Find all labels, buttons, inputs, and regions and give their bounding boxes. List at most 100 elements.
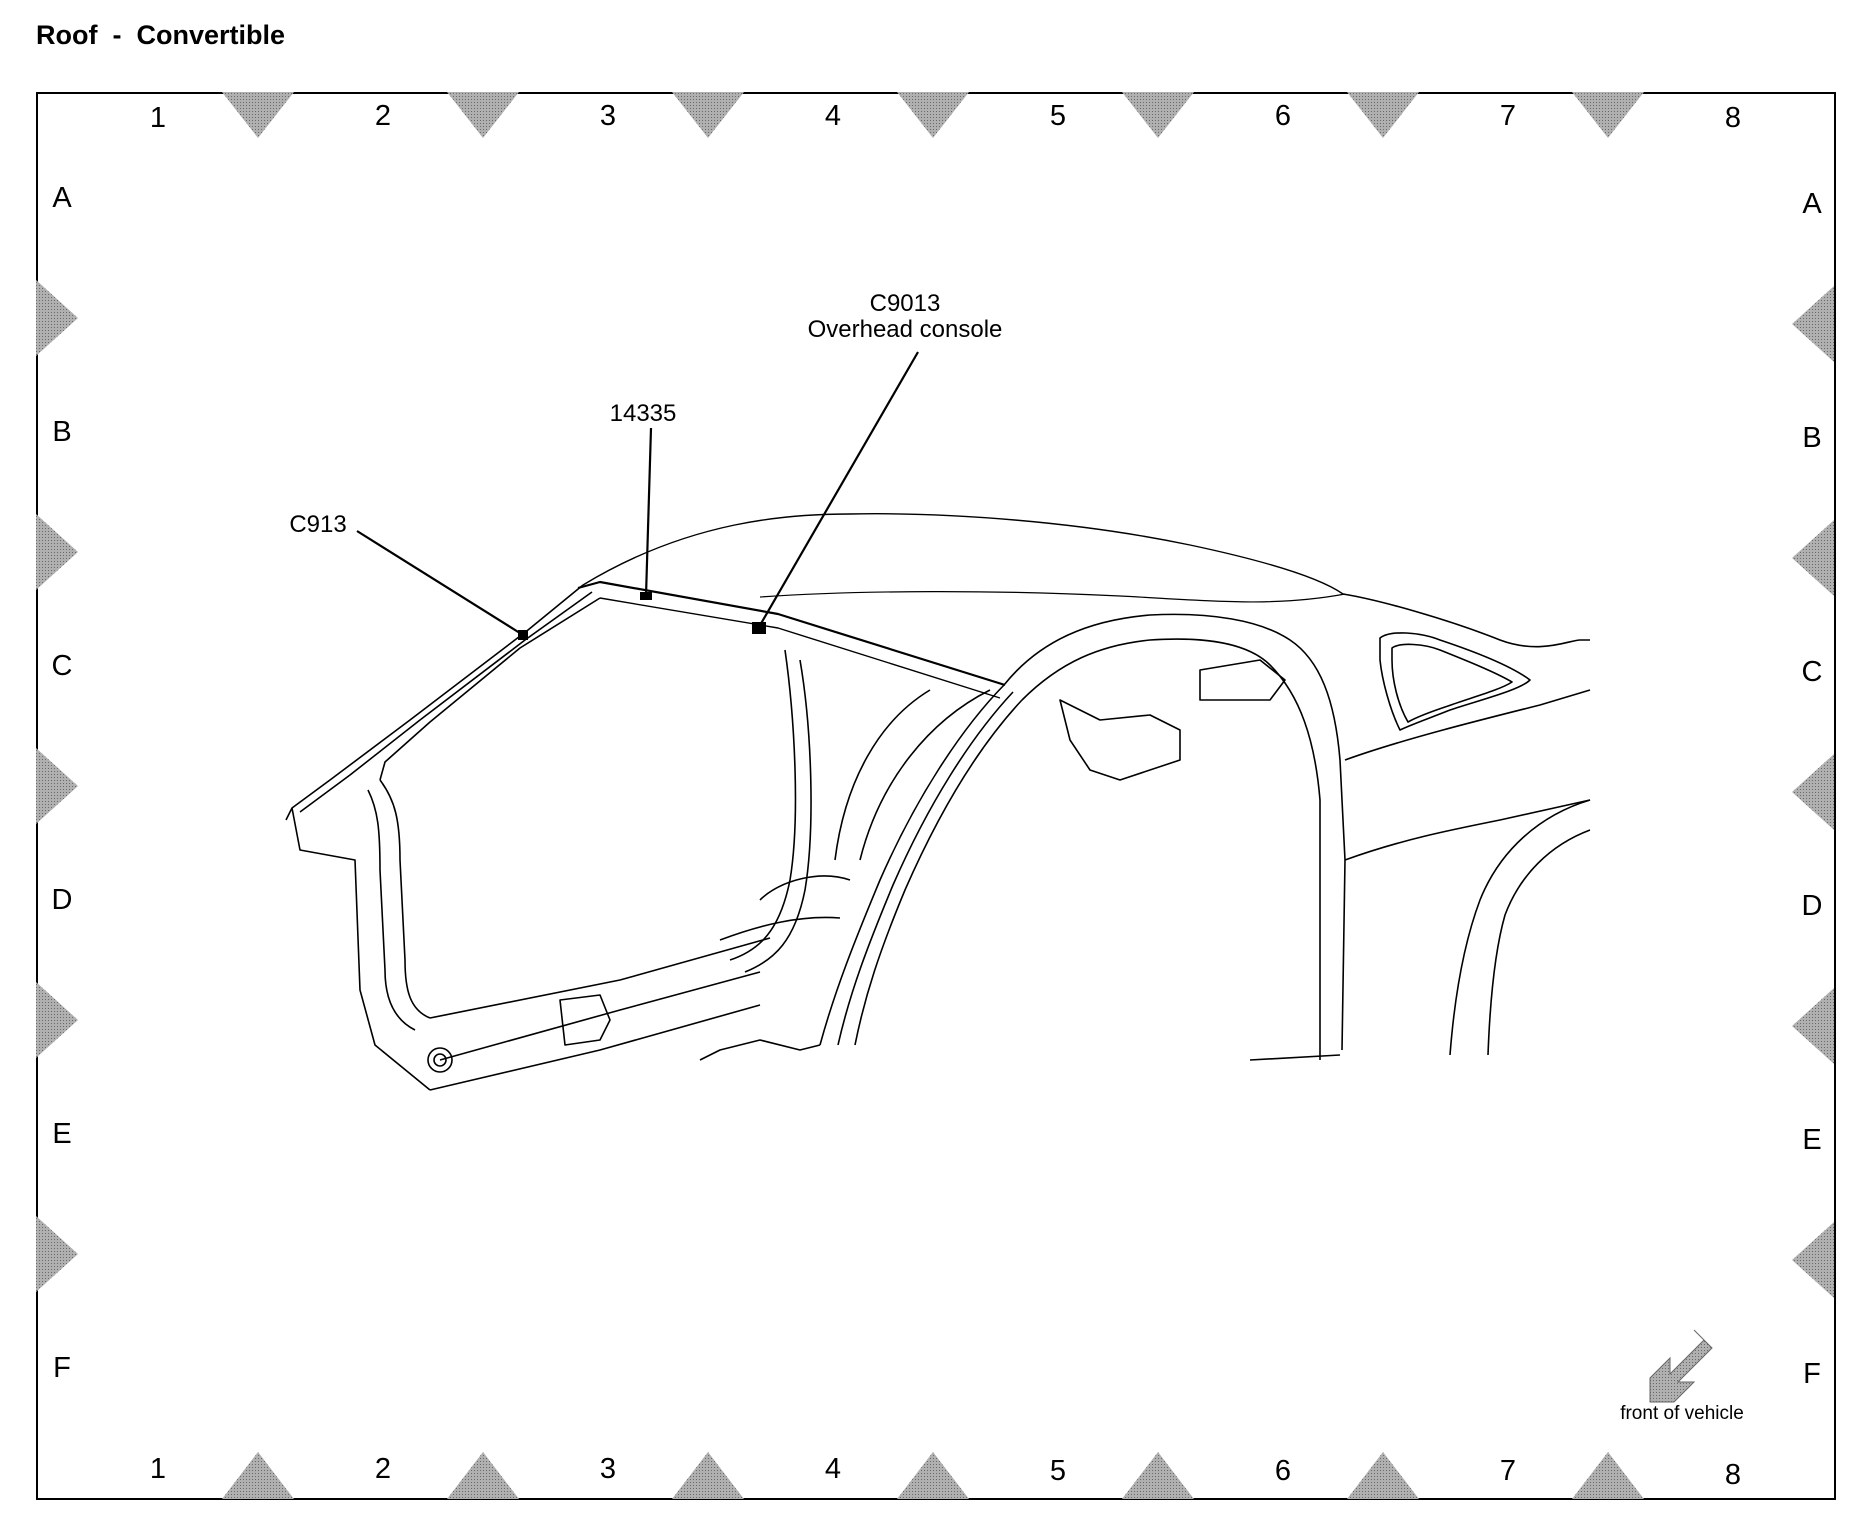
zone-marker (672, 1452, 744, 1499)
interior-panel (759, 875, 851, 901)
zone-marker (222, 1452, 294, 1499)
b-pillar-front-inner (744, 659, 812, 973)
row-label: C (1802, 656, 1823, 688)
callout-c913: C913 (289, 511, 346, 538)
row-label: F (1803, 1358, 1821, 1390)
wheel-arch-inner (1487, 829, 1591, 1056)
zone-marker (1347, 92, 1419, 138)
inner-body-arch (859, 689, 991, 861)
c-pillar-front-leg-mid (837, 691, 1014, 1046)
roof-rear-edge (759, 591, 1346, 603)
c9013-leader (758, 351, 919, 628)
row-label: E (52, 1118, 71, 1150)
interior-structure-2 (1199, 659, 1286, 701)
column-label: 5 (1050, 1455, 1066, 1487)
zone-marker (1792, 286, 1834, 362)
row-label: F (53, 1352, 71, 1384)
left-row-labels: A B C D E F (52, 182, 73, 1384)
column-label: 3 (600, 1453, 616, 1485)
zone-marker (36, 514, 78, 590)
b-pillar-front (729, 649, 797, 961)
sill-bracket (559, 994, 611, 1046)
column-label: 4 (825, 100, 841, 132)
front-of-vehicle-label: front of vehicle (1620, 1403, 1744, 1424)
zone-marker (1122, 92, 1194, 138)
door-sill-bottom (439, 971, 761, 1061)
inner-body-arch-2 (834, 689, 931, 861)
column-label: 1 (150, 1453, 166, 1485)
connector-markers (518, 592, 766, 640)
a-pillar (379, 779, 431, 1019)
zone-marker (36, 1216, 78, 1292)
interior-floor (699, 1039, 821, 1061)
zone-marker (1572, 92, 1644, 138)
column-label: 6 (1275, 100, 1291, 132)
callout-labels: C913 14335 C9013 Overhead console (289, 290, 1002, 538)
zone-marker (897, 1452, 969, 1499)
14335-leader (644, 427, 653, 597)
column-label: 6 (1275, 1455, 1291, 1487)
zone-marker (36, 748, 78, 824)
top-column-labels: 1 2 3 4 5 6 7 8 (150, 100, 1741, 134)
zone-marker (1792, 1222, 1834, 1298)
bottom-column-labels: 1 2 3 4 5 6 7 8 (150, 1453, 1741, 1491)
rear-quarter-upper (1344, 689, 1591, 761)
row-label: D (1802, 890, 1823, 922)
zone-marker (222, 92, 294, 138)
rear-deck (1342, 593, 1590, 648)
zone-marker (672, 92, 744, 138)
front-arrow-icon (1649, 1329, 1713, 1403)
c-pillar-inner (1021, 638, 1321, 1060)
column-label: 8 (1725, 102, 1741, 134)
rear-body-lower (1249, 1054, 1341, 1061)
zone-marker (36, 280, 78, 356)
c-pillar-front-leg-outer (819, 684, 1005, 1046)
roof-outline (582, 513, 1344, 595)
top-zone-markers (222, 92, 1644, 138)
row-label: D (52, 884, 73, 916)
zone-marker (1792, 754, 1834, 830)
column-label: 5 (1050, 100, 1066, 132)
row-label: B (52, 416, 71, 448)
c913-leader (356, 530, 524, 636)
c-pillar-outer (1003, 613, 1346, 1051)
leader-lines (356, 351, 919, 636)
right-row-labels: A B C D E F (1802, 188, 1823, 1390)
rear-quarter-lower (1344, 799, 1591, 861)
a-pillar-outer (367, 789, 416, 1031)
zone-marker (1122, 1452, 1194, 1499)
quarter-window (1379, 632, 1531, 731)
wheel-arch (1449, 799, 1591, 1056)
callout-c9013-id: C9013 (870, 290, 941, 317)
connector-c9013-marker (752, 622, 766, 634)
front-of-vehicle-indicator: front of vehicle (1620, 1329, 1744, 1424)
page-title: Roof - Convertible (36, 20, 285, 50)
callout-c9013-desc: Overhead console (808, 316, 1003, 343)
zone-marker (897, 92, 969, 138)
column-label: 1 (150, 102, 166, 134)
interior-structure (1059, 699, 1181, 781)
windshield-frame-mid (299, 591, 593, 813)
windshield-frame-inner (379, 597, 601, 781)
front-bolt-inner (433, 1053, 447, 1067)
door-sill-lower (429, 1004, 761, 1091)
interior-panel-2 (719, 916, 841, 941)
door-sill-top (429, 937, 771, 1019)
front-bolt (427, 1047, 453, 1073)
column-label: 7 (1500, 100, 1516, 132)
quarter-window-inner (1391, 643, 1513, 723)
row-label: B (1802, 422, 1821, 454)
c-pillar-front-leg-inner (854, 699, 1023, 1046)
zone-marker (1792, 988, 1834, 1064)
column-label: 4 (825, 1453, 841, 1485)
roof-rail-inner (599, 597, 1001, 699)
zone-marker (1347, 1452, 1419, 1499)
column-label: 2 (375, 100, 391, 132)
bottom-zone-markers (222, 1452, 1644, 1499)
row-label: C (52, 650, 73, 682)
front-body-lower (291, 807, 431, 1091)
roof-rail (577, 580, 1006, 687)
zone-marker (1572, 1452, 1644, 1499)
zone-marker (447, 92, 519, 138)
zone-marker (36, 982, 78, 1058)
